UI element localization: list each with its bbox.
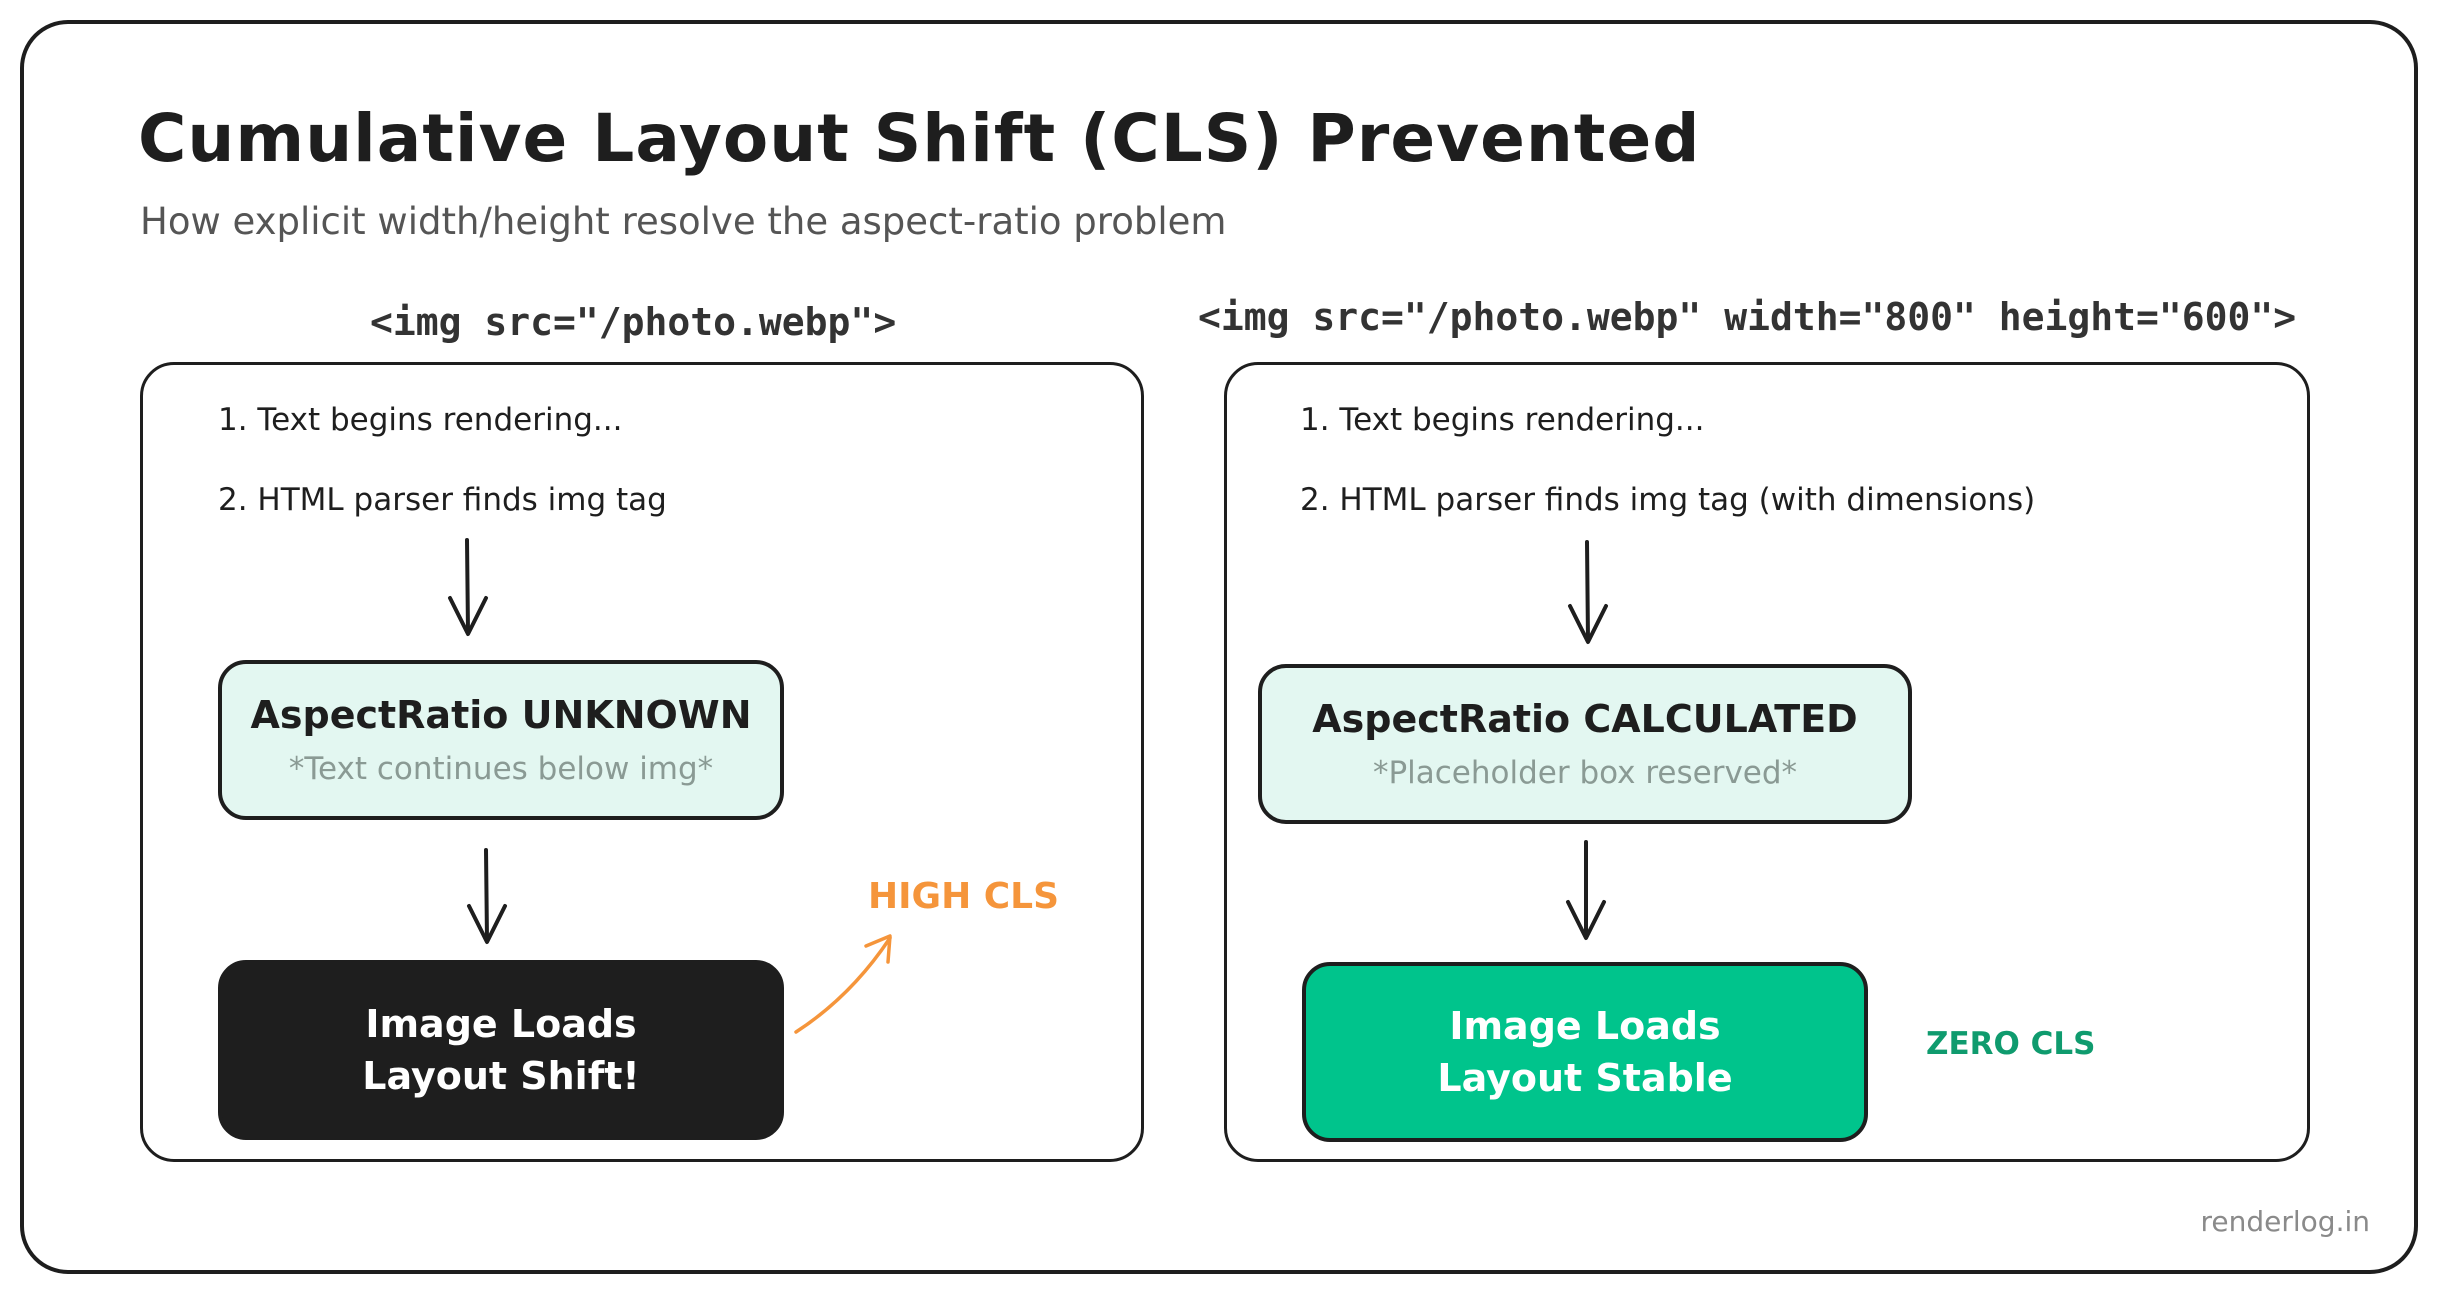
left-box-line-2: Layout Shift! bbox=[362, 1054, 640, 1098]
left-image-loads-box: Image Loads Layout Shift! bbox=[218, 960, 784, 1140]
right-step-2: 2. HTML parser finds img tag (with dimen… bbox=[1300, 482, 2036, 518]
right-aspect-ratio-box: AspectRatio CALCULATED *Placeholder box … bbox=[1258, 664, 1912, 824]
left-arrow-down-1 bbox=[448, 538, 488, 636]
left-arrow-down-2 bbox=[467, 848, 507, 944]
right-box-title: AspectRatio CALCULATED bbox=[1312, 697, 1858, 741]
right-arrow-down-2 bbox=[1566, 840, 1606, 940]
left-step-1: 1. Text begins rendering... bbox=[218, 402, 623, 438]
left-box-note: *Text continues below img* bbox=[288, 751, 714, 787]
diagram-subtitle: How explicit width/height resolve the as… bbox=[140, 200, 1227, 243]
left-code-label: <img src="/photo.webp"> bbox=[370, 300, 897, 344]
left-box-title: AspectRatio UNKNOWN bbox=[250, 693, 752, 737]
footer-brand: renderlog.in bbox=[2200, 1205, 2371, 1238]
right-panel bbox=[1224, 362, 2310, 1162]
right-box-line-2: Layout Stable bbox=[1437, 1056, 1733, 1100]
diagram-title: Cumulative Layout Shift (CLS) Prevented bbox=[138, 100, 1701, 177]
left-aspect-ratio-box: AspectRatio UNKNOWN *Text continues belo… bbox=[218, 660, 784, 820]
right-step-1: 1. Text begins rendering... bbox=[1300, 402, 1705, 438]
left-box-line-1: Image Loads bbox=[365, 1002, 637, 1046]
right-code-label: <img src="/photo.webp" width="800" heigh… bbox=[1198, 295, 2297, 339]
left-panel bbox=[140, 362, 1144, 1162]
right-image-loads-box: Image Loads Layout Stable bbox=[1302, 962, 1868, 1142]
zero-cls-tag: ZERO CLS bbox=[1926, 1026, 2096, 1062]
high-cls-arrow bbox=[794, 934, 892, 1034]
left-step-2: 2. HTML parser finds img tag bbox=[218, 482, 667, 518]
high-cls-tag: HIGH CLS bbox=[868, 876, 1060, 917]
right-box-note: *Placeholder box reserved* bbox=[1372, 755, 1798, 791]
right-box-line-1: Image Loads bbox=[1449, 1004, 1721, 1048]
outer-frame bbox=[20, 20, 2418, 1274]
right-arrow-down-1 bbox=[1568, 540, 1608, 644]
